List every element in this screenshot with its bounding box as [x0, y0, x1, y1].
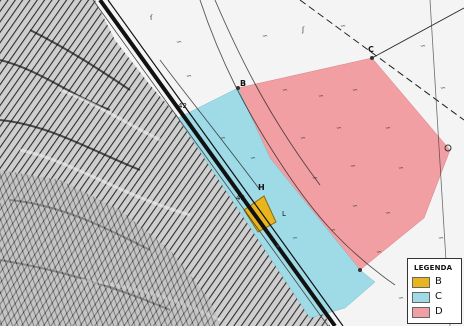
- svg-text:∽: ∽: [340, 22, 346, 30]
- legend-item-d: D: [412, 306, 458, 319]
- svg-text:∽: ∽: [385, 124, 391, 132]
- terrain-hillside: [0, 0, 330, 326]
- svg-text:∽: ∽: [262, 32, 268, 40]
- svg-text:∽: ∽: [352, 202, 358, 210]
- legend-label-d: D: [435, 306, 443, 317]
- railway-line: [92, 0, 344, 326]
- svg-text:∽: ∽: [300, 134, 306, 142]
- label-43: 43: [236, 194, 245, 202]
- svg-text:∽: ∽: [312, 174, 318, 182]
- legend: LEGENDA B C D: [407, 258, 462, 324]
- zone-b-area: [243, 195, 277, 233]
- svg-text:∽: ∽: [282, 86, 288, 94]
- svg-text:∽: ∽: [420, 42, 426, 50]
- svg-text:∽: ∽: [350, 162, 356, 170]
- svg-text:ſ: ſ: [150, 14, 153, 22]
- svg-text:∽: ∽: [398, 164, 404, 172]
- svg-text:∽: ∽: [318, 92, 324, 100]
- contour-lines: [159, 0, 396, 286]
- boundary-line-right: [371, 7, 464, 59]
- svg-text:∽: ∽: [330, 226, 336, 234]
- legend-label-b: B: [435, 276, 442, 287]
- legend-item-c: C: [412, 291, 458, 304]
- label-c-top: C: [368, 45, 374, 54]
- label-l-mark: L: [282, 210, 286, 218]
- map-symbols: ſ ∽ ∽ ∽ ʃ ∽ ∽ ∽ ∽ ∽ ∽ ∽ ∽ ∽ ∽ ∽ ∽ ∽ ∽ ∽ ∽ ∽ ∽ ∽ ∽ ∽: [150, 14, 452, 302]
- svg-text:∽: ∽: [292, 234, 298, 242]
- svg-text:∽: ∽: [336, 124, 342, 132]
- svg-text:ʃ: ʃ: [301, 26, 305, 34]
- legend-swatch-c: [412, 292, 430, 303]
- svg-text:∽: ∽: [438, 234, 444, 242]
- legend-label-c: C: [435, 291, 442, 302]
- svg-text:∽: ∽: [250, 154, 256, 162]
- legend-item-b: B: [412, 276, 458, 289]
- zone-c-area: [177, 87, 376, 319]
- legend-swatch-b: [412, 277, 430, 288]
- label-b-upper: B: [240, 79, 246, 88]
- svg-text:∽: ∽: [176, 38, 182, 46]
- svg-text:∽: ∽: [385, 209, 391, 217]
- legend-swatch-d: [412, 307, 430, 318]
- svg-text:∽: ∽: [186, 72, 192, 80]
- legend-title: LEGENDA: [414, 264, 453, 272]
- svg-text:∽: ∽: [220, 134, 226, 142]
- boundary-dashed-line: [299, 0, 464, 121]
- label-42: 42: [178, 102, 187, 110]
- svg-text:∽: ∽: [352, 86, 358, 94]
- svg-text:∽: ∽: [398, 294, 404, 302]
- label-h-mid: H: [258, 183, 265, 192]
- svg-text:∽: ∽: [440, 84, 446, 92]
- svg-text:∽: ∽: [376, 248, 382, 256]
